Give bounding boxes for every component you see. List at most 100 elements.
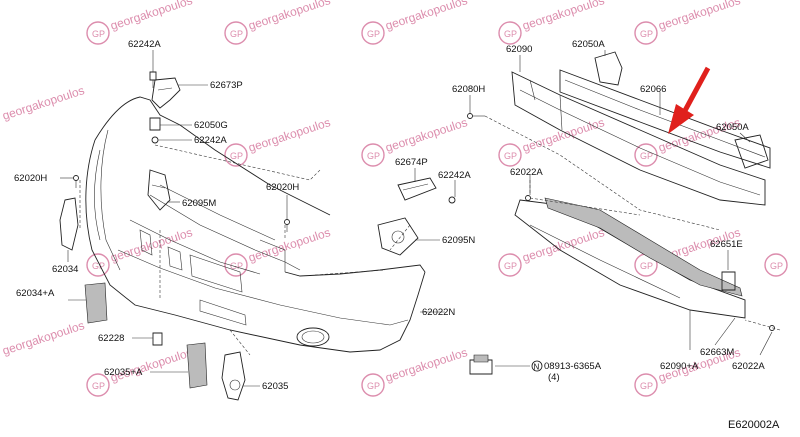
svg-text:GP: GP: [504, 29, 517, 39]
watermark-logo: GP georgakopoulos: [498, 115, 607, 167]
label-62663m: 62663M: [700, 347, 734, 358]
svg-text:GP: GP: [230, 29, 243, 39]
label-62674p: 62674P: [395, 157, 428, 168]
label-62034: 62034: [52, 264, 78, 275]
part-labels: 62242A 62673P 62050G 62242A 62020H 62095…: [14, 39, 780, 431]
label-62034a: 62034+A: [16, 288, 55, 299]
screw-62022a-top: [525, 195, 531, 201]
watermark-logo: GP georgakopoulos: [634, 0, 743, 45]
bracket-62673p: [151, 77, 181, 109]
svg-text:GP: GP: [504, 261, 517, 271]
svg-text:georgakopoulos: georgakopoulos: [109, 345, 195, 385]
watermark-logo: GP georgakopoulos: [498, 225, 607, 277]
svg-text:GP: GP: [504, 151, 517, 161]
svg-text:georgakopoulos: georgakopoulos: [1, 83, 87, 123]
label-62095m: 62095M: [182, 198, 216, 209]
label-62242a-top: 62242A: [128, 39, 161, 50]
svg-text:georgakopoulos: georgakopoulos: [384, 345, 470, 385]
svg-text:GP: GP: [640, 29, 653, 39]
svg-text:georgakopoulos: georgakopoulos: [1, 318, 87, 358]
svg-text:GP: GP: [367, 381, 380, 391]
watermark-text: georgakopoulos: [109, 0, 195, 33]
label-62080h: 62080H: [452, 84, 485, 95]
label-62090-top: 62090: [506, 44, 532, 55]
label-08913-qty: (4): [548, 372, 560, 383]
bracket-62050a-top: [594, 51, 623, 86]
plate-62035a: [186, 342, 208, 389]
watermark-text-only: georgakopoulos: [1, 318, 87, 358]
screw-62242a-right: [448, 196, 456, 204]
svg-text:GP: GP: [640, 261, 653, 271]
svg-text:GP: GP: [230, 151, 243, 161]
label-62095n: 62095N: [442, 235, 475, 246]
label-62228: 62228: [98, 333, 124, 344]
watermark-logo: GP: [764, 253, 788, 277]
label-62035a: 62035+A: [104, 367, 143, 378]
clip-62050g: [149, 117, 161, 131]
svg-text:georgakopoulos: georgakopoulos: [384, 115, 470, 155]
watermark-logo: GP georgakopoulos: [86, 0, 195, 45]
clip-62228: [152, 332, 163, 346]
watermark-logo: GP georgakopoulos: [224, 0, 332, 45]
watermark-logo: GP georgakopoulos: [224, 115, 333, 167]
absorber-62022a: [514, 197, 746, 319]
bracket-62095m: [147, 169, 171, 211]
watermark-text-only: georgakopoulos: [1, 83, 87, 123]
svg-text:georgakopoulos: georgakopoulos: [521, 115, 607, 155]
label-08913-group: N 08913-6365A (4): [531, 360, 602, 383]
label-62022a-bottom: 62022A: [732, 361, 765, 372]
svg-text:GP: GP: [92, 29, 105, 39]
label-62673p: 62673P: [210, 80, 243, 91]
screw-62242a-mid: [151, 136, 159, 144]
reinforcement-62090: [511, 71, 766, 206]
bracket-62674p: [397, 177, 437, 201]
label-62651e: 62651E: [710, 239, 743, 250]
bracket-62035: [221, 351, 246, 401]
label-62022a-top: 62022A: [510, 167, 543, 178]
label-62050a-right: 62050A: [716, 122, 749, 133]
rivet-08913: [469, 354, 493, 375]
svg-text:GP: GP: [640, 151, 653, 161]
svg-text:GP: GP: [230, 261, 243, 271]
svg-text:GP: GP: [92, 381, 105, 391]
watermark-text: georgakopoulos: [657, 0, 743, 33]
watermark-logo: GP georgakopoulos: [498, 0, 607, 45]
screw-62022a-bottom: [769, 325, 775, 331]
svg-text:georgakopoulos: georgakopoulos: [521, 225, 607, 265]
label-62090a: 62090+A: [660, 361, 699, 372]
watermark-logo: GP georgakopoulos: [361, 0, 469, 45]
plate-62034a: [84, 282, 108, 324]
label-62022n: 62022N: [422, 307, 455, 318]
watermark-logo: GP georgakopoulos: [361, 345, 470, 397]
label-62050g: 62050G: [194, 120, 228, 131]
svg-text:georgakopoulos: georgakopoulos: [247, 115, 333, 155]
clip-62651e: [721, 271, 736, 291]
leader-lines-left: [79, 144, 411, 356]
label-08913: 08913-6365A: [544, 361, 602, 372]
svg-text:GP: GP: [640, 381, 653, 391]
svg-text:GP: GP: [367, 29, 380, 39]
label-62050a-top: 62050A: [572, 39, 605, 50]
label-62020h-left: 62020H: [14, 173, 47, 184]
label-62035: 62035: [262, 381, 288, 392]
svg-text:georgakopoulos: georgakopoulos: [247, 225, 333, 265]
label-62020h-center: 62020H: [266, 182, 299, 193]
label-62242a-right: 62242A: [438, 170, 471, 181]
bracket-62034: [59, 197, 79, 251]
label-62066: 62066: [640, 84, 666, 95]
watermark-text: georgakopoulos: [521, 0, 607, 33]
label-08913-n: N: [534, 363, 540, 372]
bumper-fascia: [85, 96, 426, 353]
svg-text:GP: GP: [770, 261, 783, 271]
bracket-62095n: [377, 217, 419, 256]
label-leaders: [60, 50, 773, 387]
bracket-62050a-right: [734, 134, 769, 169]
indicator-arrow: [668, 66, 711, 134]
screw-62020h-left: [73, 175, 79, 188]
svg-text:GP: GP: [367, 151, 380, 161]
label-62242a-mid: 62242A: [194, 135, 227, 146]
diagram-code: E620002A: [728, 419, 780, 431]
bolt-62080h: [467, 113, 485, 119]
svg-text:GP: GP: [92, 261, 105, 271]
